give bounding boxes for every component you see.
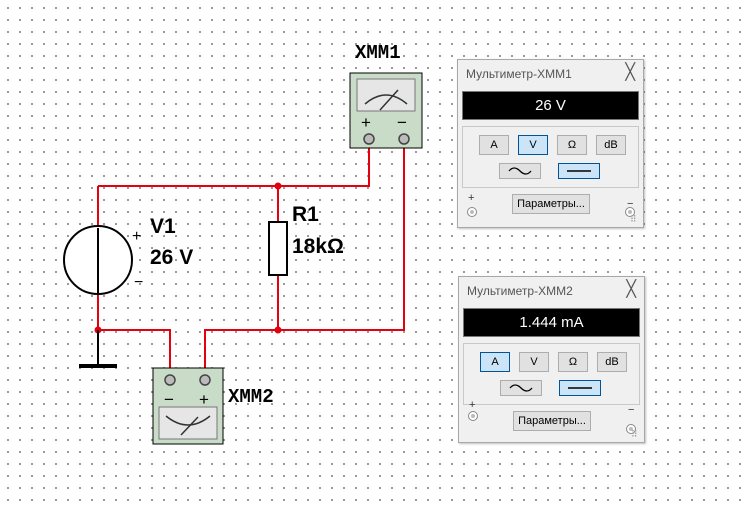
r1-value-label: 18kΩ [292, 235, 344, 258]
xmm1-dial-icon [364, 94, 408, 105]
junction-dot [274, 182, 282, 190]
xmm2-dial-icon [165, 415, 211, 426]
v1-plus-sign: + [132, 228, 141, 245]
resize-grip-icon[interactable]: ⠿ [630, 214, 637, 224]
wire-v1-to-xmm2 [97, 292, 171, 380]
dc-line-icon [568, 387, 592, 389]
minus-terminal[interactable] [626, 424, 636, 434]
v1-minus-sign: − [134, 274, 143, 291]
reading-display: 1.444 mA [463, 308, 640, 337]
minus-terminal[interactable] [625, 207, 635, 217]
close-icon[interactable]: ╳ [625, 64, 635, 81]
v1-ref-label: V1 [150, 215, 176, 238]
xmm2-minus-terminal[interactable] [164, 374, 176, 386]
v1-value-label: 26 V [150, 246, 193, 269]
plus-terminal[interactable] [467, 207, 477, 217]
ac-wave-icon [508, 167, 532, 175]
panel-title: Мультиметр-XMM2 [467, 284, 573, 298]
voltage-source-v1[interactable]: + − V1 26 V [63, 215, 193, 295]
dc-line-icon [567, 170, 591, 172]
panel-title: Мультиметр-XMM1 [466, 67, 572, 81]
mode-button-a[interactable]: A [480, 352, 510, 372]
multimeter-panel-xmm2[interactable]: Мультиметр-XMM2 ╳ 1.444 mA A V Ω dB + Па… [458, 276, 645, 443]
wires [97, 143, 405, 380]
mode-button-v[interactable]: V [518, 135, 548, 155]
multimeter-panel-xmm1[interactable]: Мультиметр-XMM1 ╳ 26 V A V Ω dB + Параме… [457, 59, 644, 228]
multimeter-xmm2[interactable]: − + XMM2 [152, 367, 274, 445]
xmm1-plus-terminal[interactable] [363, 133, 375, 145]
reading-display: 26 V [462, 91, 639, 120]
ac-wave-icon [509, 384, 533, 392]
mode-controls: A V Ω dB [462, 126, 639, 188]
xmm2-plus-terminal[interactable] [199, 374, 211, 386]
ground-symbol[interactable] [79, 330, 117, 368]
mode-button-v[interactable]: V [519, 352, 549, 372]
plus-terminal-label: + [469, 399, 476, 411]
ac-wave-button[interactable] [499, 163, 541, 179]
xmm2-minus-sign: − [164, 390, 174, 409]
wire-xmm2-to-xmm1 [204, 143, 405, 380]
resistor-r1[interactable]: R1 18kΩ [268, 203, 344, 276]
mode-controls: A V Ω dB [463, 343, 640, 405]
minus-terminal-label: − [628, 404, 635, 416]
dc-line-button[interactable] [558, 163, 600, 179]
xmm1-ref-label: XMM1 [355, 42, 401, 64]
mode-button-db[interactable]: dB [597, 352, 627, 372]
wire-top-to-xmm1 [98, 143, 370, 187]
ac-wave-button[interactable] [500, 380, 542, 396]
xmm1-plus-sign: + [361, 113, 371, 132]
mode-button-ohm[interactable]: Ω [558, 352, 588, 372]
xmm2-ref-label: XMM2 [228, 386, 274, 408]
mode-button-db[interactable]: dB [596, 135, 626, 155]
junction-dot [274, 326, 282, 334]
resize-grip-icon[interactable]: ⠿ [631, 429, 638, 439]
plus-terminal[interactable] [468, 411, 478, 421]
mode-button-a[interactable]: A [479, 135, 509, 155]
minus-terminal-label: − [627, 198, 634, 210]
mode-button-ohm[interactable]: Ω [557, 135, 587, 155]
xmm1-minus-terminal[interactable] [398, 133, 410, 145]
parameters-button[interactable]: Параметры... [512, 194, 590, 214]
parameters-button[interactable]: Параметры... [513, 411, 591, 431]
xmm1-minus-sign: − [397, 113, 407, 132]
plus-terminal-label: + [468, 192, 475, 204]
dc-line-button[interactable] [559, 380, 601, 396]
xmm2-plus-sign: + [199, 390, 209, 409]
close-icon[interactable]: ╳ [626, 281, 636, 298]
r1-ref-label: R1 [292, 203, 319, 226]
multimeter-xmm1[interactable]: XMM1 + − [349, 42, 423, 149]
